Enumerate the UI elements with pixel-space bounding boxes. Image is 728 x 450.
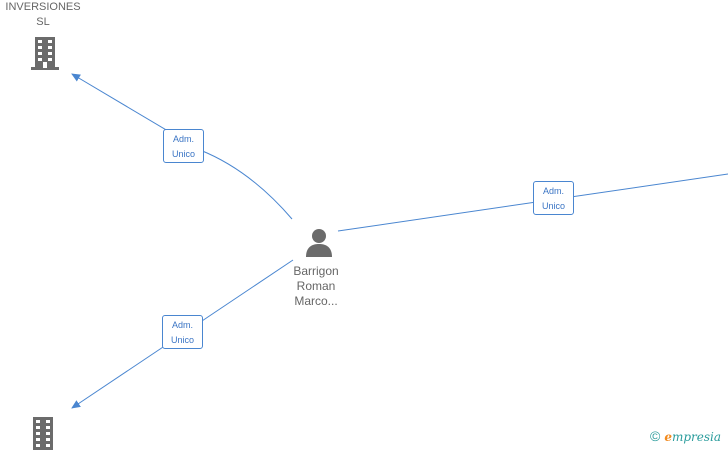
building-icon[interactable] [30,36,60,70]
edge-label-bottom-left[interactable]: Adm. Unico [162,315,203,349]
building-icon[interactable] [28,416,58,450]
edge-label-bottom-left-line1: Adm. [171,320,193,330]
edge-label-right[interactable]: Adm. Unico [533,181,574,215]
person-icon[interactable] [304,228,334,258]
edge-label-top-left-line1: Adm. [172,134,194,144]
top-company-label[interactable]: INVERSIONES SL [0,0,86,30]
person-label[interactable]: Barrigon Roman Marco... [275,264,357,309]
person-label-line3: Marco... [294,294,338,308]
empresia-watermark: ©empresia [650,428,721,444]
top-company-label-line2: SL [36,16,50,28]
edge-label-right-line1: Adm. [542,186,564,196]
brand-logo: empresia [664,430,721,444]
brand-logo-rest: mpresia [671,430,722,444]
person-label-line2: Roman [296,279,336,293]
top-company-label-line1: INVERSIONES [5,1,81,13]
copyright-icon: © [650,428,661,444]
person-label-line1: Barrigon [293,264,339,278]
edge-label-top-left[interactable]: Adm. Unico [163,129,204,163]
edge-label-right-line2: Unico [541,201,565,211]
edge-label-bottom-left-line2: Unico [170,335,194,345]
edge-label-top-left-line2: Unico [171,149,195,159]
brand-logo-e: e [664,430,672,444]
